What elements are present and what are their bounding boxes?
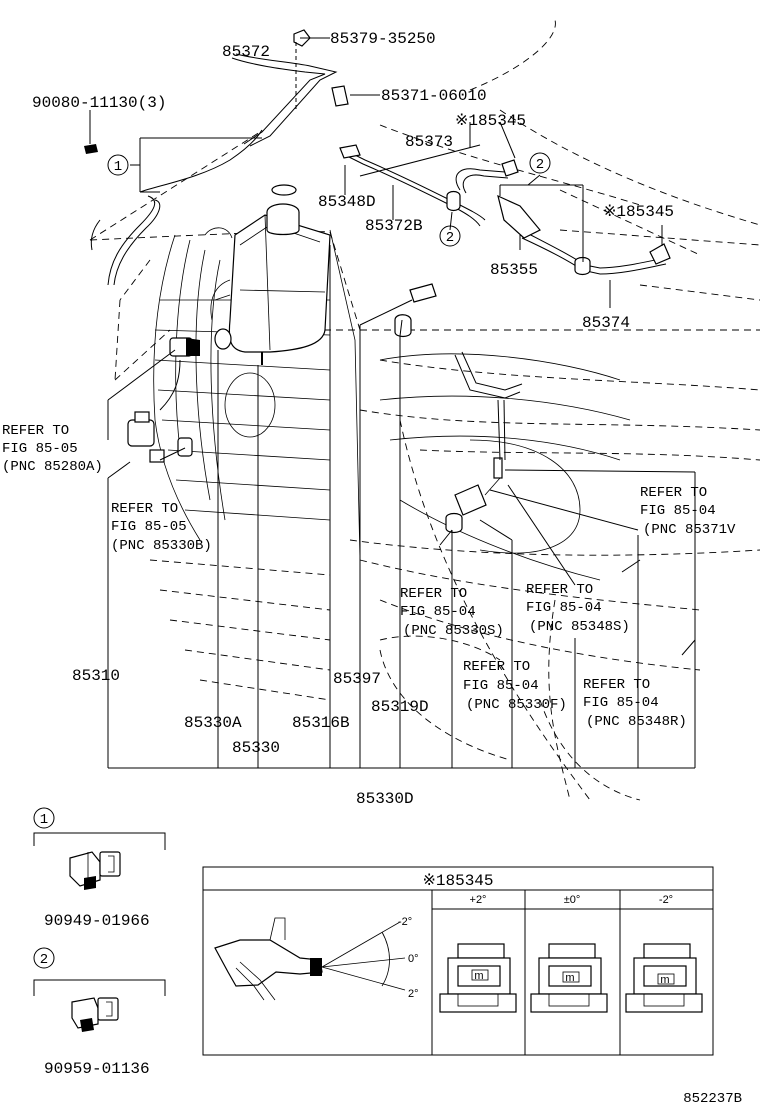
- column-plus2: +2°: [470, 894, 487, 906]
- label-85374: 85374: [582, 314, 630, 332]
- svg-text:FIG 85-04: FIG 85-04: [463, 678, 539, 694]
- svg-text:(PNC 85280A): (PNC 85280A): [2, 459, 103, 475]
- tank-inlet-grommet: [214, 328, 232, 350]
- svg-text:2: 2: [536, 157, 544, 173]
- label-85373: 85373: [405, 133, 453, 151]
- callout-1: 1: [107, 154, 129, 176]
- callout-2-top: 2: [529, 152, 551, 174]
- svg-text:FIG 85-04: FIG 85-04: [640, 503, 716, 519]
- ref-85330F: REFER TO FIG 85-04 (PNC 85330F): [463, 659, 567, 713]
- svg-text:REFER TO: REFER TO: [2, 423, 69, 439]
- clip-90949-icon: [69, 851, 121, 890]
- label-85330A: 85330A: [184, 714, 242, 732]
- label-90959-01136: 90959-01136: [44, 1060, 150, 1078]
- angle-minus2: -2°: [398, 916, 412, 928]
- svg-text:REFER TO: REFER TO: [400, 586, 467, 602]
- ref-85330S: REFER TO FIG 85-04 (PNC 85330S): [400, 586, 504, 639]
- headlamp-cleaner-nozzles: [339, 144, 671, 276]
- label-85372: 85372: [222, 43, 270, 61]
- inset-clip-1: 1 90949-01966: [33, 807, 166, 930]
- washer-motor-left: [169, 337, 200, 357]
- svg-text:m: m: [565, 972, 574, 984]
- svg-text:(PNC 85348R): (PNC 85348R): [586, 714, 687, 730]
- svg-text:FIG 85-04: FIG 85-04: [526, 600, 602, 616]
- svg-text:FIG 85-04: FIG 85-04: [583, 695, 659, 711]
- label-85348D: 85348D: [318, 193, 376, 211]
- svg-text:FIG 85-04: FIG 85-04: [400, 604, 476, 620]
- label-90949-01966: 90949-01966: [44, 912, 150, 930]
- svg-text:2: 2: [446, 230, 454, 246]
- grommet-parts-right: [394, 283, 503, 534]
- nozzle-view-zero: m: [530, 943, 608, 1013]
- label-85310: 85310: [72, 667, 120, 685]
- svg-text:FIG 85-05: FIG 85-05: [111, 519, 187, 535]
- nozzle-view-minus2: m: [625, 943, 703, 1013]
- svg-text:FIG 85-05: FIG 85-05: [2, 441, 78, 457]
- svg-text:REFER TO: REFER TO: [463, 659, 530, 675]
- svg-text:(PNC 85330F): (PNC 85330F): [466, 697, 567, 713]
- label-85372B: 85372B: [365, 217, 423, 235]
- nozzle-spray-icon: -2° 0° 2°: [214, 916, 419, 1001]
- ref-85330B: REFER TO FIG 85-05 (PNC 85330B): [111, 501, 212, 554]
- label-85355: 85355: [490, 261, 538, 279]
- angle-zero: 0°: [408, 953, 419, 965]
- washer-pump-headlamp: [127, 411, 193, 463]
- ref-85348S: REFER TO FIG 85-04 (PNC 85348S): [526, 582, 630, 635]
- table-title: ※185345: [422, 872, 493, 890]
- svg-text:(PNC 85330S): (PNC 85330S): [403, 623, 504, 639]
- ref-85348R: REFER TO FIG 85-04 (PNC 85348R): [583, 677, 687, 730]
- column-zero: ±0°: [564, 894, 581, 906]
- clamp-85371: [331, 85, 349, 107]
- label-85397: 85397: [333, 670, 381, 688]
- column-minus2: -2°: [659, 894, 673, 906]
- clip-90959-icon: [71, 997, 119, 1032]
- svg-text:REFER TO: REFER TO: [526, 582, 593, 598]
- svg-text:m: m: [660, 974, 669, 986]
- label-85330D: 85330D: [356, 790, 414, 808]
- vehicle-body-outline: [89, 19, 760, 801]
- nozzle-view-plus2: m: [439, 943, 517, 1013]
- inset-clip-2: 2 90959-01136: [33, 947, 166, 1078]
- label-85330: 85330: [232, 739, 280, 757]
- svg-text:1: 1: [114, 159, 122, 175]
- svg-text:REFER TO: REFER TO: [111, 501, 178, 517]
- label-85371-06010: 85371-06010: [381, 87, 487, 105]
- svg-text:(PNC 85348S): (PNC 85348S): [529, 619, 630, 635]
- label-85379-35250: 85379-35250: [330, 30, 436, 48]
- svg-text:REFER TO: REFER TO: [640, 485, 707, 501]
- ref-85280A: REFER TO FIG 85-05 (PNC 85280A): [2, 423, 103, 475]
- svg-text:2: 2: [40, 952, 48, 968]
- label-85345-right: ※185345: [603, 203, 674, 221]
- screw-90080: [84, 130, 98, 154]
- nozzle-angle-table: ※185345 +2° ±0° -2° -2° 0° 2° m: [202, 866, 714, 1056]
- callout-2-bottom: 2: [439, 225, 461, 247]
- label-85319D: 85319D: [371, 698, 429, 716]
- label-90080-11130: 90080-11130(3): [32, 94, 166, 112]
- label-85345-top: ※185345: [455, 112, 526, 130]
- svg-text:m: m: [474, 970, 483, 982]
- svg-text:(PNC 85371V: (PNC 85371V: [643, 522, 736, 538]
- svg-text:(PNC 85330B): (PNC 85330B): [111, 538, 212, 554]
- svg-text:REFER TO: REFER TO: [583, 677, 650, 693]
- angle-plus2: 2°: [408, 988, 419, 1000]
- diagram-code: 852237B: [683, 1091, 742, 1107]
- label-85316B: 85316B: [292, 714, 350, 732]
- svg-text:1: 1: [40, 812, 48, 828]
- ref-85371V: REFER TO FIG 85-04 (PNC 85371V: [640, 485, 736, 538]
- washer-hoses: [90, 53, 667, 461]
- leader-lines: [89, 37, 696, 769]
